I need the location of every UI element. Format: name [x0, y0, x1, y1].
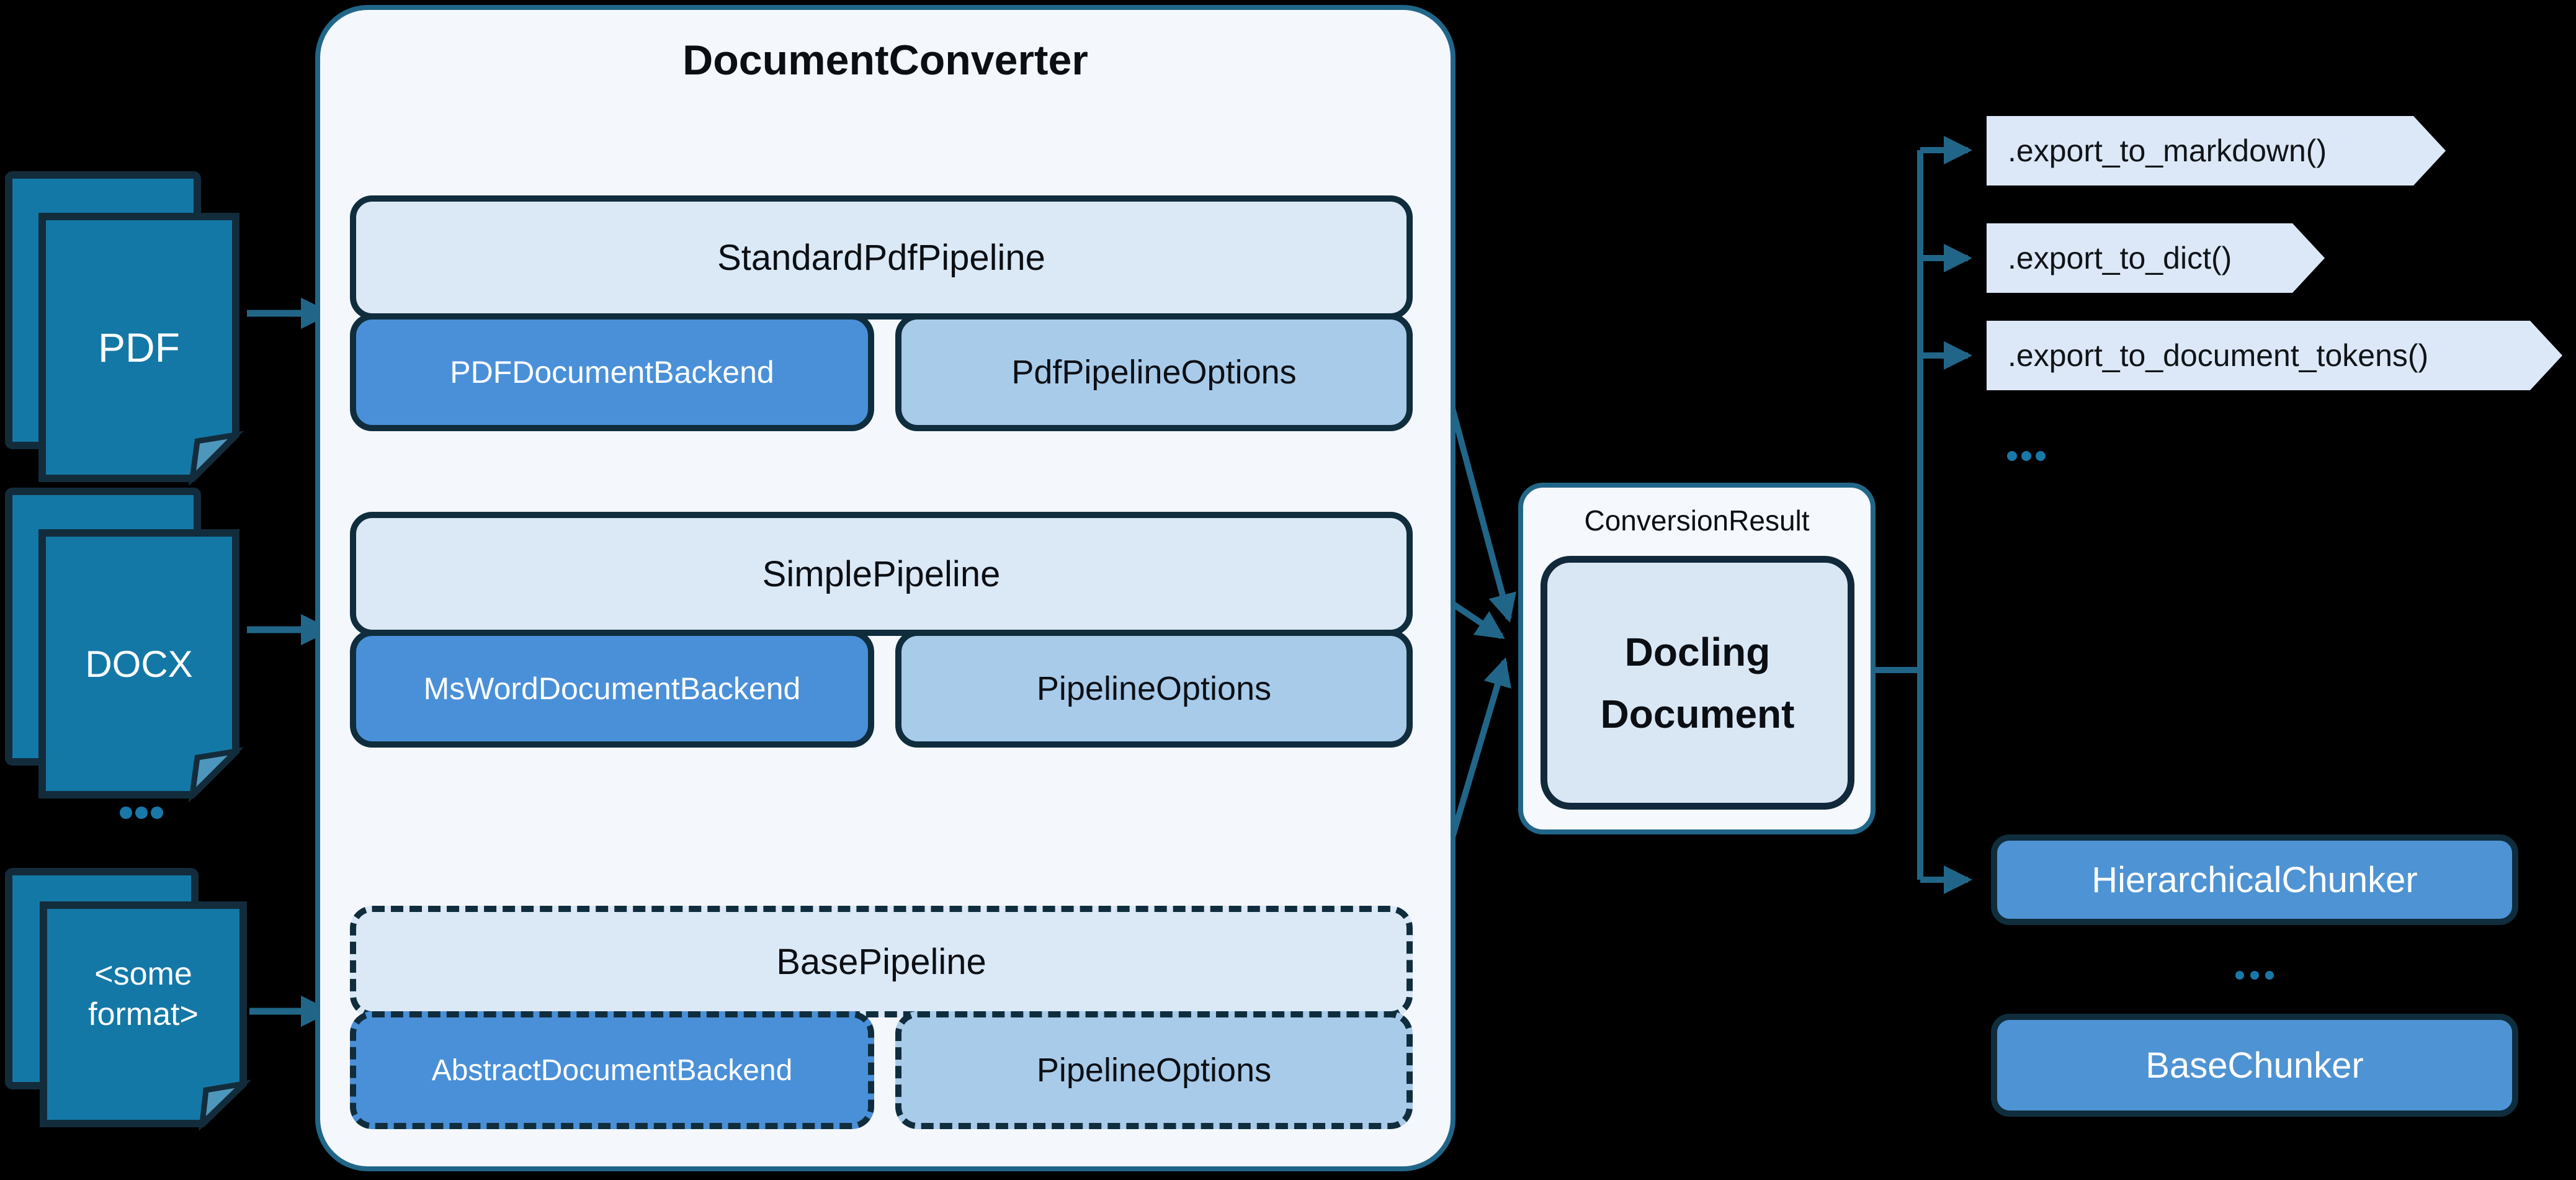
docling-document-line2: Document	[1600, 691, 1795, 736]
docling-document-box: Docling Document	[1541, 556, 1854, 810]
inputs-ellipsis-dots	[120, 807, 163, 819]
docling-document-line1: Docling	[1624, 629, 1771, 674]
document-converter-title: DocumentConverter	[682, 37, 1088, 84]
export-to-document-tokens-chevron: .export_to_document_tokens()	[1987, 321, 2562, 390]
export-to-dict-chevron: .export_to_dict()	[1987, 223, 2325, 293]
pdf-icon-label: PDF	[98, 324, 180, 370]
base-pipeline-options-box: PipelineOptions	[895, 1011, 1413, 1129]
abstract-document-backend-box: AbstractDocumentBackend	[350, 1011, 874, 1129]
exports-ellipsis-dots	[2007, 451, 2046, 461]
some-format-icon-label: <some format>	[43, 905, 243, 1084]
conversion-result-label: ConversionResult	[1584, 504, 1810, 537]
hierarchical-chunker-box: HierarchicalChunker	[1991, 834, 2518, 925]
export-to-markdown-chevron: .export_to_markdown()	[1987, 116, 2446, 185]
base-pipeline-box: BasePipeline	[350, 906, 1413, 1017]
pdf-pipeline-options-box: PdfPipelineOptions	[895, 313, 1413, 431]
chunkers-ellipsis-dots	[2235, 971, 2274, 980]
standard-pdf-pipeline-box: StandardPdfPipeline	[350, 195, 1413, 320]
pipeline-options-box: PipelineOptions	[895, 630, 1413, 748]
some-format-line1: <some	[94, 956, 192, 992]
simple-pipeline-box: SimplePipeline	[350, 512, 1413, 636]
docx-icon-label: DOCX	[85, 643, 193, 685]
some-format-line2: format>	[88, 996, 199, 1032]
base-chunker-box: BaseChunker	[1991, 1014, 2518, 1117]
pdf-document-backend-box: PDFDocumentBackend	[350, 313, 874, 431]
msword-document-backend-box: MsWordDocumentBackend	[350, 630, 874, 748]
